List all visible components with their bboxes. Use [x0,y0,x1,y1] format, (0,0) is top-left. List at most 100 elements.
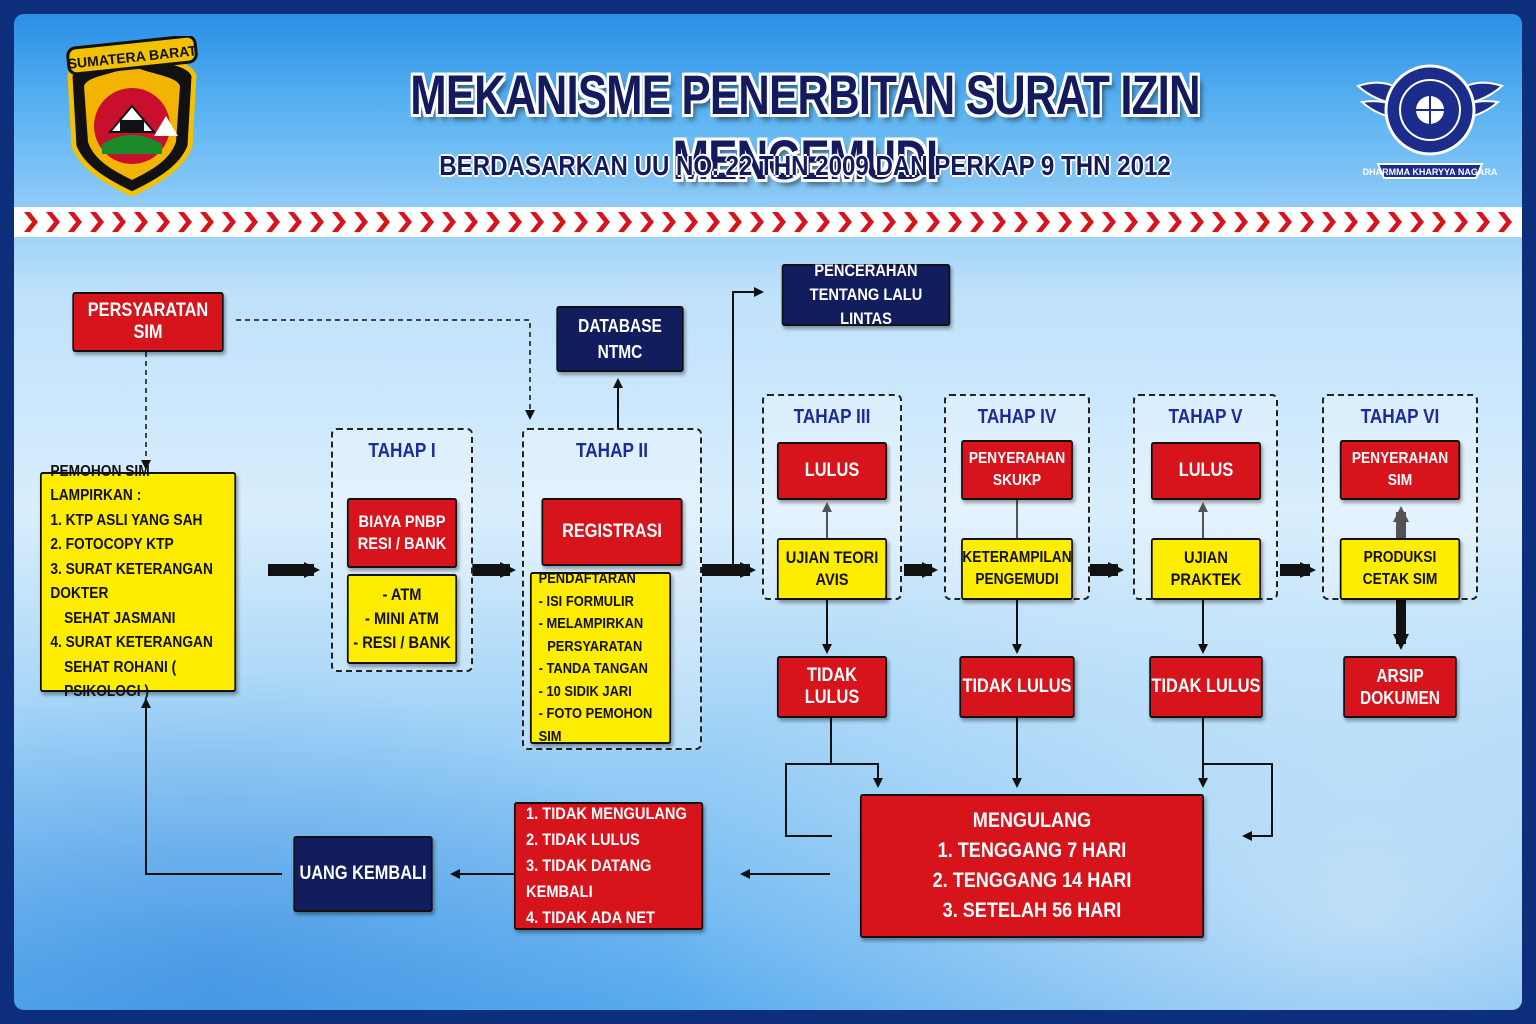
tahap5-tidak-text: TIDAK LULUS [1151,676,1261,697]
chevron-mark [1476,212,1490,232]
page-title: MEKANISME PENERBITAN SURAT IZIN MENGEMUD… [410,63,1200,191]
gagal-line-1: 2. TIDAK LULUS [526,830,640,849]
uang-kembali-text: UANG KEMBALI [299,863,427,884]
chevron-mark [1234,212,1248,232]
praktek-line-0: UJIAN [1184,548,1228,567]
ujian-teori-line-0: UJIAN TEORI [785,548,879,567]
chevron-mark [1168,212,1182,232]
chevron-mark [618,212,632,232]
chevron-mark [46,212,60,232]
chevron-mark [1014,212,1028,232]
chevron-mark [860,212,874,232]
serah-sim-line-1: SIM [1387,472,1413,489]
chevron-mark [926,212,940,232]
chevron-mark [882,212,896,232]
pemohon-line-2: 1. KTP ASLI YANG SAH [50,511,203,529]
gagal-line-2: 3. TIDAK DATANG KEMBALI [526,856,652,901]
page-subtitle: BERDASARKAN UU NO. 22 THN 2009 DAN PERKA… [439,150,1171,181]
chevron-mark [310,212,324,232]
persyaratan-sim-text: PERSYARATAN SIM [87,300,209,343]
pendaftaran-line-4: - TANDA TANGAN [538,660,648,677]
produksi-line-1: CETAK SIM [1362,571,1438,588]
registrasi-box: REGISTRASI [541,498,683,566]
database-ntmc-box: DATABASE NTMC [556,306,684,372]
mengulang-title: MENGULANG [972,809,1092,832]
chevron-mark [1256,212,1270,232]
database-line-1: NTMC [597,342,643,362]
right-emblem-text: DHARMMA KHARYYA NAGARA [1363,167,1498,177]
tahap3-lulus-text: LULUS [804,460,860,481]
tahap1-label: TAHAP I [368,440,436,462]
chevron-mark [1146,212,1160,232]
chevron-mark [1212,212,1226,232]
chevron-mark [398,212,412,232]
persyaratan-sim-box: PERSYARATAN SIM [72,292,224,352]
chevron-mark [1036,212,1050,232]
pemohon-line-1: LAMPIRKAN : [50,487,142,504]
chevron-mark [508,212,522,232]
pemohon-sim-box: PEMOHON SIM LAMPIRKAN : 1. KTP ASLI YANG… [40,463,237,700]
chevron-mark [662,212,676,232]
chevron-mark [684,212,698,232]
mengulang-item-0: 1. TENGGANG 7 HARI [937,839,1127,862]
gagal-box: 1. TIDAK MENGULANG 2. TIDAK LULUS 3. TID… [514,802,704,930]
biaya-pnbp-box: BIAYA PNBP RESI / BANK [346,498,458,568]
opsi-line-1: - MINI ATM [365,609,439,628]
pencerahan-line-0: PENCERAHAN [814,261,918,280]
pendaftaran-line-1: - ISI FORMULIR [538,592,634,610]
skukp-line-0: PENYERAHAN [968,450,1066,467]
chevron-mark [750,212,764,232]
traffic-police-emblem: DHARMMA KHARYYA NAGARA [1356,64,1504,179]
chevron-mark [266,212,280,232]
pendaftaran-line-6: - FOTO PEMOHON SIM [538,705,653,745]
chevron-mark [1388,212,1402,232]
chevron-mark [1102,212,1116,232]
pemohon-line-3: 2. FOTOCOPY KTP [50,536,174,553]
produksi-sim-box: PRODUKSI CETAK SIM [1339,538,1461,600]
chevron-mark [772,212,786,232]
chevron-divider [14,207,1522,237]
chevron-mark [1366,212,1380,232]
chevron-mark [464,212,478,232]
chevron-mark [970,212,984,232]
pendaftaran-line-2: - MELAMPIRKAN [538,615,644,632]
chevron-mark [904,212,918,232]
chevron-mark [134,212,148,232]
database-line-0: DATABASE [578,316,662,336]
skukp-line-1: SKUKP [992,472,1042,489]
ujian-praktek-box: UJIAN PRAKTEK [1150,538,1262,600]
tahap3-lulus-box: LULUS [776,442,888,500]
pemohon-line-6: 4. SURAT KETERANGAN [50,634,213,651]
chevron-mark [178,212,192,232]
chevron-mark [68,212,82,232]
gagal-line-0: 1. TIDAK MENGULANG [526,804,687,823]
pendaftaran-line-3: PERSYARATAN [547,637,643,655]
chevron-mark [200,212,214,232]
chevron-mark [552,212,566,232]
chevron-mark [838,212,852,232]
serah-sim-line-0: PENYERAHAN [1351,450,1449,467]
chevron-mark [90,212,104,232]
tahap4-label: TAHAP IV [977,406,1057,428]
pendaftaran-line-0: PENDAFTARAN [538,570,636,587]
chevron-mark [816,212,830,232]
chevron-mark [24,212,38,232]
tahap5-lulus-text: LULUS [1178,460,1234,481]
tahap4-tidak-lulus-box: TIDAK LULUS [959,656,1075,718]
chevron-mark [640,212,654,232]
tahap2-label: TAHAP II [576,440,648,462]
opsi-line-0: - ATM [382,585,422,604]
tahap5-lulus-box: LULUS [1150,442,1262,500]
ujian-teori-line-1: AVIS [815,570,849,589]
pemohon-line-7: SEHAT ROHANI ( PSIKOLOGI ) [64,658,177,701]
tahap5-label: TAHAP V [1168,406,1243,428]
keterampilan-box: KETERAMPILAN PENGEMUDI [961,538,1073,600]
biaya-line-1: RESI / BANK [357,534,447,553]
tahap6-label: TAHAP VI [1360,406,1440,428]
chevron-mark [530,212,544,232]
chevron-mark [1278,212,1292,232]
chevron-mark [156,212,170,232]
produksi-line-0: PRODUKSI [1363,549,1437,566]
ujian-teori-box: UJIAN TEORI AVIS [776,538,888,600]
chevron-mark [244,212,258,232]
